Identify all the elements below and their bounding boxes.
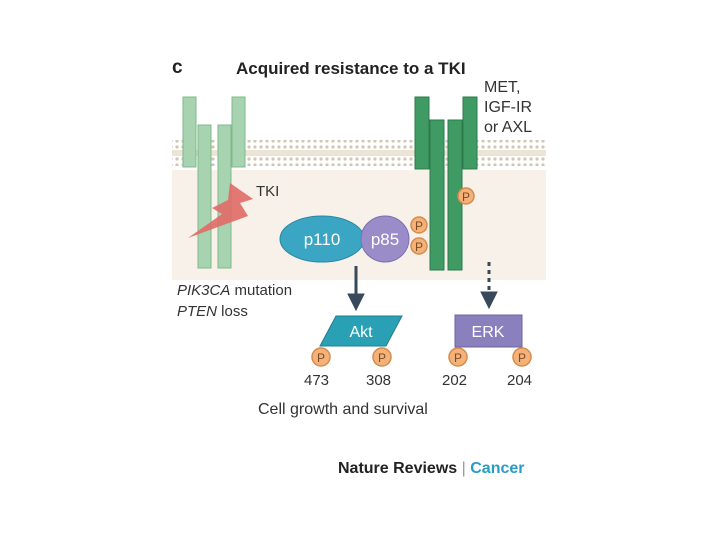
pi3k-to-akt-arrow bbox=[347, 266, 365, 312]
footer-separator: | bbox=[461, 460, 466, 477]
erk-node: ERK bbox=[454, 314, 523, 348]
svg-text:P: P bbox=[317, 351, 325, 365]
p85-phospho-2: P bbox=[410, 237, 428, 255]
journal-section: Cancer bbox=[470, 460, 525, 477]
rtk-label-line-2: IGF-IR bbox=[484, 99, 532, 116]
p110-node: p110 bbox=[279, 215, 365, 263]
akt-site-308: 308 bbox=[366, 372, 392, 389]
svg-text:p110: p110 bbox=[304, 230, 341, 249]
svg-text:p85: p85 bbox=[371, 230, 399, 249]
akt-site-473: 473 bbox=[304, 372, 330, 389]
svg-text:P: P bbox=[462, 190, 470, 204]
journal-footer: Nature Reviews | Cancer bbox=[338, 461, 524, 477]
tki-lightning-icon bbox=[188, 183, 253, 238]
panel-letter: c bbox=[172, 57, 183, 78]
svg-text:P: P bbox=[378, 351, 386, 365]
svg-text:P: P bbox=[415, 240, 423, 254]
svg-text:P: P bbox=[518, 351, 526, 365]
akt-node: Akt bbox=[319, 315, 403, 347]
akt-phospho-473: P bbox=[311, 347, 331, 367]
akt-phospho-308: P bbox=[372, 347, 392, 367]
receptor-phospho: P bbox=[457, 187, 475, 205]
rtk-label-line-3: or AXL bbox=[484, 119, 533, 136]
right-receptor bbox=[414, 96, 478, 271]
pten-loss-label: PTEN loss bbox=[177, 304, 248, 319]
pik3ca-mutation-label: PIK3CA mutation bbox=[177, 283, 292, 298]
pten-gene: PTEN bbox=[177, 303, 218, 320]
svg-text:Akt: Akt bbox=[349, 324, 373, 341]
erk-phospho-202: P bbox=[448, 347, 468, 367]
tki-label: TKI bbox=[256, 183, 280, 200]
erk-site-204: 204 bbox=[507, 372, 533, 389]
diagram-title: Acquired resistance to a TKI bbox=[236, 59, 466, 78]
cell-membrane bbox=[172, 140, 546, 166]
rtk-to-erk-arrow bbox=[480, 262, 498, 310]
journal-name: Nature Reviews bbox=[338, 460, 458, 477]
p85-phospho-1: P bbox=[410, 216, 428, 234]
mutation-word: mutation bbox=[230, 282, 293, 299]
loss-word: loss bbox=[217, 303, 248, 320]
pik3ca-gene: PIK3CA bbox=[177, 282, 231, 299]
erk-phospho-204: P bbox=[512, 347, 532, 367]
svg-text:P: P bbox=[415, 219, 423, 233]
p85-node: p85 bbox=[360, 215, 410, 263]
erk-site-202: 202 bbox=[442, 372, 468, 389]
svg-text:P: P bbox=[454, 351, 462, 365]
outcome-caption: Cell growth and survival bbox=[258, 401, 428, 418]
rtk-label-line-1: MET, bbox=[484, 79, 521, 96]
svg-text:ERK: ERK bbox=[472, 324, 505, 341]
